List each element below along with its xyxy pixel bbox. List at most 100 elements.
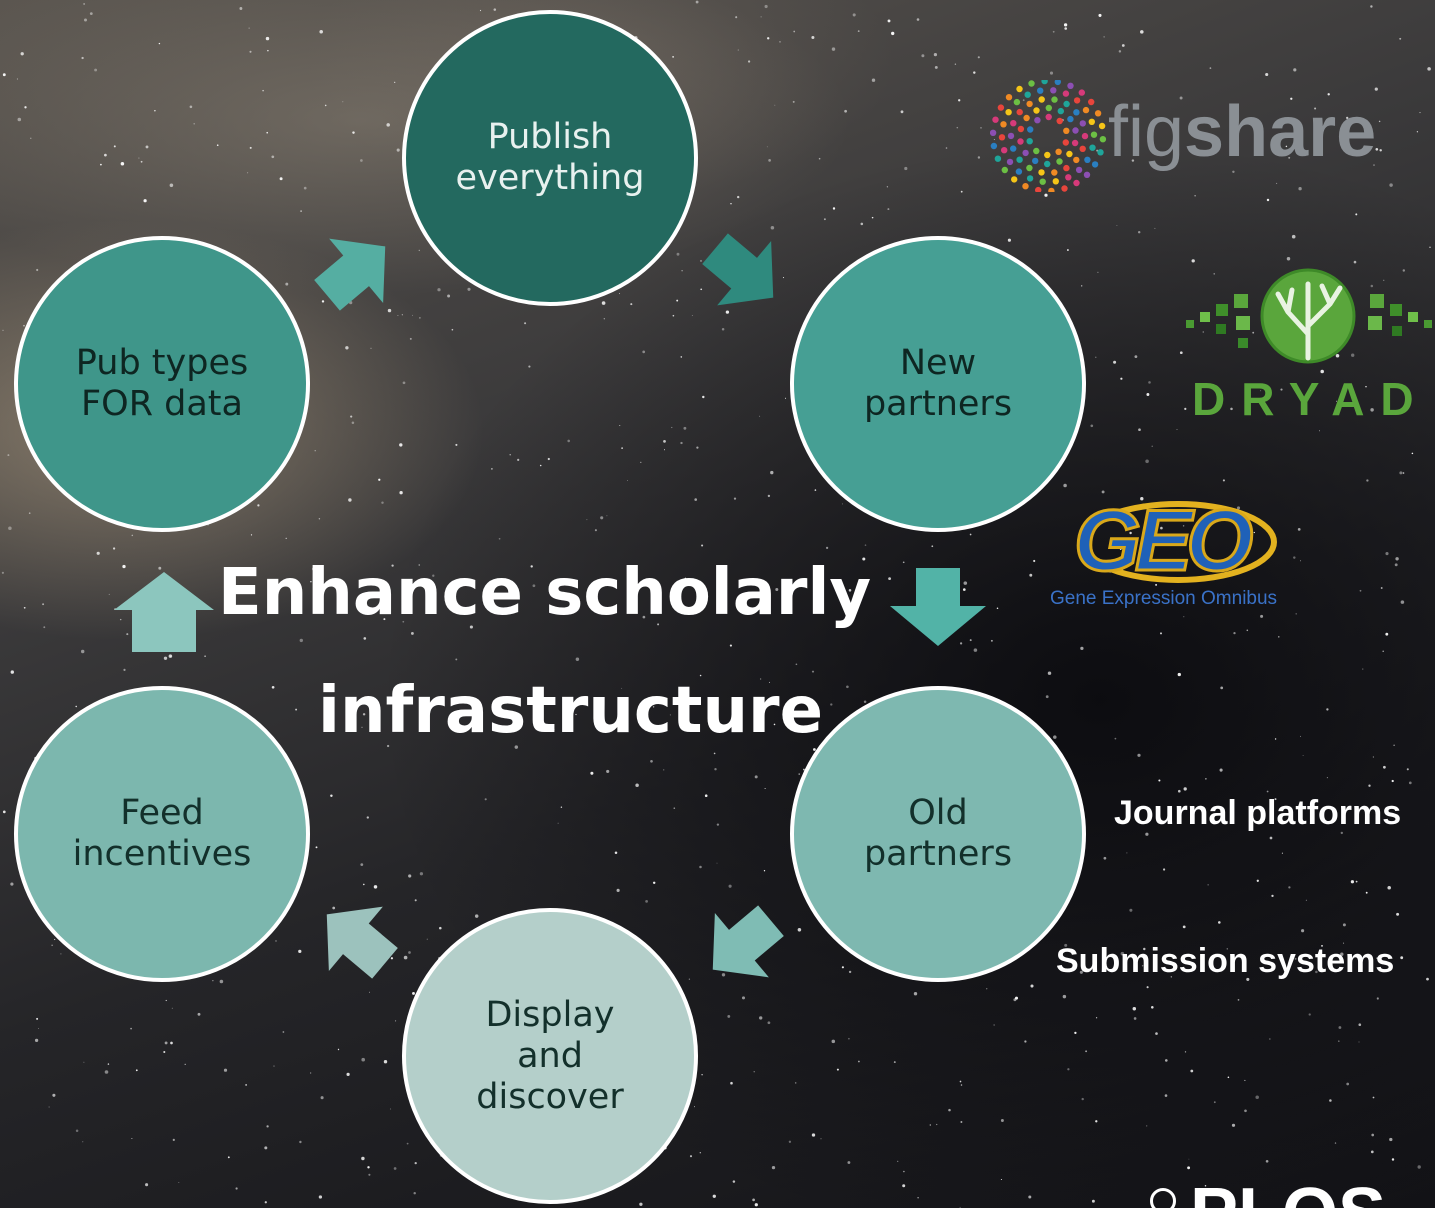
star bbox=[1383, 279, 1385, 281]
star bbox=[1358, 1023, 1362, 1027]
star bbox=[1222, 479, 1225, 482]
geo-wordmark: GEO bbox=[1072, 492, 1254, 591]
center-title-line2: infrastructure bbox=[318, 674, 823, 748]
star bbox=[830, 703, 833, 706]
figshare-dot bbox=[1027, 126, 1034, 133]
star bbox=[1114, 737, 1117, 740]
star bbox=[1365, 891, 1368, 894]
star bbox=[399, 491, 403, 495]
star bbox=[300, 210, 302, 212]
star bbox=[1411, 452, 1414, 455]
star bbox=[285, 537, 287, 540]
star bbox=[1395, 557, 1399, 561]
star bbox=[996, 607, 999, 610]
figshare-dot bbox=[1039, 178, 1046, 185]
star bbox=[1146, 393, 1150, 396]
star bbox=[782, 277, 785, 279]
figshare-dot bbox=[1006, 158, 1014, 166]
star bbox=[1375, 147, 1379, 151]
star bbox=[408, 951, 411, 954]
star bbox=[1063, 23, 1068, 27]
star bbox=[691, 314, 693, 316]
star bbox=[730, 203, 732, 205]
arrow-publish-to-new bbox=[702, 233, 774, 306]
star bbox=[7, 454, 10, 457]
star bbox=[314, 450, 316, 452]
star bbox=[1342, 923, 1346, 927]
node-label: Feed incentives bbox=[72, 793, 252, 874]
star bbox=[716, 823, 720, 826]
star bbox=[51, 944, 53, 946]
star bbox=[273, 1065, 275, 1067]
star bbox=[1151, 445, 1153, 447]
star bbox=[963, 581, 968, 585]
star bbox=[42, 603, 45, 606]
star bbox=[1355, 213, 1358, 216]
star bbox=[249, 146, 252, 149]
star bbox=[1274, 798, 1277, 801]
star bbox=[993, 1024, 995, 1026]
star bbox=[158, 42, 161, 45]
figshare-dot bbox=[1024, 91, 1031, 98]
star bbox=[714, 768, 717, 771]
node-label: Publish everything bbox=[455, 117, 645, 198]
star bbox=[83, 3, 85, 5]
figshare-dot bbox=[1062, 139, 1069, 146]
star bbox=[370, 347, 372, 349]
star bbox=[793, 30, 796, 33]
star bbox=[271, 155, 275, 159]
star bbox=[360, 159, 363, 162]
star bbox=[1266, 198, 1270, 202]
star bbox=[1338, 1040, 1340, 1042]
star bbox=[402, 620, 405, 623]
star bbox=[862, 557, 866, 561]
star bbox=[960, 190, 963, 193]
star bbox=[81, 56, 84, 60]
star bbox=[1326, 708, 1329, 711]
star bbox=[727, 1014, 731, 1018]
star bbox=[1063, 483, 1067, 488]
star bbox=[223, 1068, 228, 1072]
star bbox=[795, 663, 798, 666]
star bbox=[784, 397, 787, 399]
star bbox=[1049, 71, 1054, 75]
star bbox=[1129, 531, 1132, 535]
star bbox=[1274, 738, 1277, 740]
star bbox=[1315, 970, 1318, 974]
star bbox=[75, 705, 77, 708]
star bbox=[390, 957, 394, 960]
figshare-dot bbox=[1037, 87, 1044, 94]
figshare-dot bbox=[1063, 127, 1070, 134]
node-pub-types-for-data: Pub types FOR data bbox=[14, 236, 310, 532]
star bbox=[1219, 768, 1223, 772]
star bbox=[391, 564, 394, 567]
star bbox=[432, 574, 435, 577]
star bbox=[680, 356, 683, 358]
star bbox=[764, 787, 766, 790]
star bbox=[439, 926, 442, 930]
star bbox=[1000, 1178, 1002, 1181]
star bbox=[232, 609, 234, 612]
star bbox=[17, 117, 22, 122]
star bbox=[414, 1161, 417, 1165]
star bbox=[373, 885, 378, 889]
star bbox=[320, 1096, 324, 1100]
star bbox=[993, 138, 995, 140]
star bbox=[418, 564, 420, 566]
star bbox=[1187, 1166, 1191, 1170]
star bbox=[729, 644, 732, 647]
figshare-dot bbox=[1005, 109, 1012, 116]
star bbox=[1033, 559, 1036, 563]
star bbox=[1176, 428, 1178, 430]
figshare-dot bbox=[1015, 168, 1023, 175]
star bbox=[1383, 765, 1386, 769]
star bbox=[1064, 943, 1068, 947]
star bbox=[484, 798, 487, 801]
star bbox=[1052, 30, 1055, 33]
node-label: Old partners bbox=[863, 793, 1013, 874]
geo-logo: GEO Gene Expression Omnibus bbox=[1048, 492, 1318, 618]
star bbox=[1329, 1099, 1332, 1102]
figshare-logo: figshare bbox=[989, 77, 1390, 195]
star bbox=[145, 145, 149, 149]
star bbox=[524, 322, 527, 325]
